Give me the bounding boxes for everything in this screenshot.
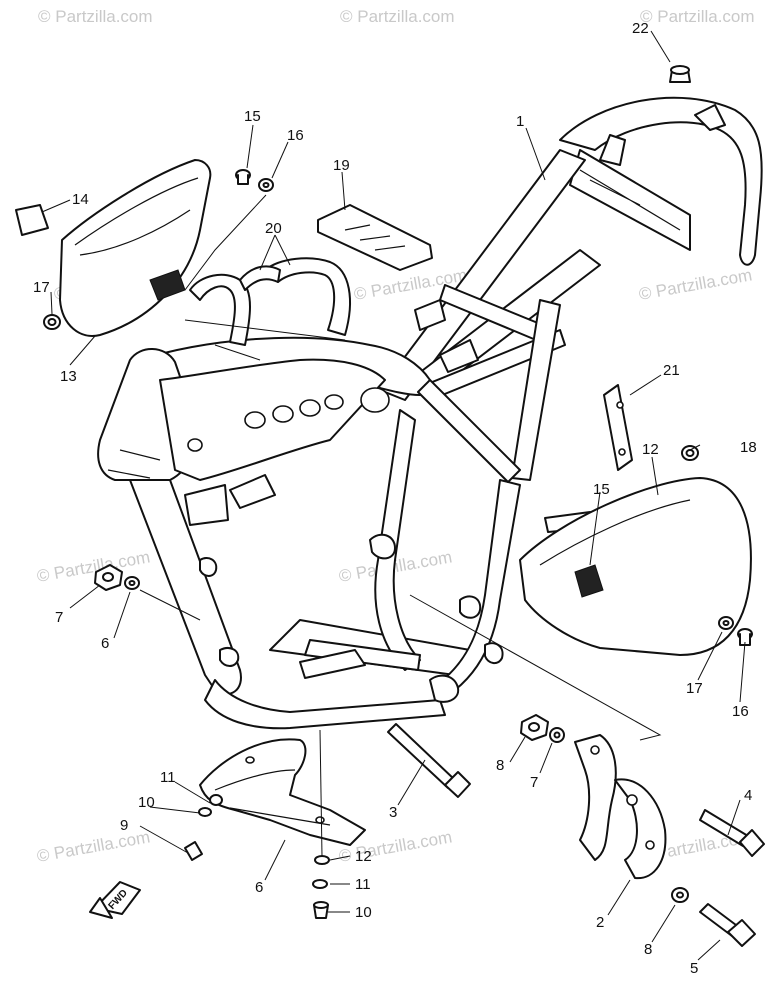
callout-11-bottom[interactable]: 11 <box>355 876 371 893</box>
main-frame[interactable] <box>97 96 763 730</box>
callout-1[interactable]: 1 <box>516 113 524 130</box>
callout-5[interactable]: 5 <box>690 960 698 977</box>
part-18-grommet-right[interactable] <box>681 445 699 461</box>
callout-7-right[interactable]: 8 <box>496 757 504 774</box>
part-8-washer[interactable] <box>671 887 689 903</box>
callout-16-top[interactable]: 15 <box>244 108 261 125</box>
leader-lines <box>41 30 746 961</box>
part-18-grommet-left[interactable] <box>43 314 61 330</box>
part-16-bolt-top[interactable] <box>235 169 251 185</box>
callout-14[interactable]: 13 <box>60 368 77 385</box>
callout-4[interactable]: 4 <box>744 787 752 804</box>
part-12-collar-left[interactable] <box>209 794 223 806</box>
part-5-bolt[interactable] <box>699 903 756 947</box>
callout-18-right[interactable]: 18 <box>740 439 757 456</box>
callout-6-left[interactable]: 6 <box>101 635 109 652</box>
part-21-plate[interactable] <box>603 384 633 471</box>
callout-16-right[interactable]: 16 <box>732 703 749 720</box>
part-13-side-cover-right[interactable] <box>519 477 752 656</box>
callout-19[interactable]: 19 <box>333 157 350 174</box>
callout-3[interactable]: 3 <box>389 804 397 821</box>
callout-labels: 22 1 15 16 19 14 20 17 13 21 18 12 15 7 … <box>33 20 757 977</box>
part-4-bolt[interactable] <box>699 809 765 857</box>
callout-15-left[interactable]: 14 <box>72 191 89 208</box>
callout-8[interactable]: 8 <box>644 941 652 958</box>
fwd-arrow: FWD <box>89 881 141 919</box>
part-2-engine-bracket[interactable] <box>574 734 667 880</box>
callout-20[interactable]: 20 <box>265 220 282 237</box>
part-19-bracket[interactable] <box>317 204 433 271</box>
callout-12-bottom[interactable]: 12 <box>355 848 372 865</box>
part-10-bolt-bottom[interactable] <box>313 901 329 919</box>
watermark: © Partzilla.com <box>340 7 455 26</box>
watermark: © Partzilla.com <box>640 7 755 26</box>
callout-11-left[interactable]: 10 <box>138 794 155 811</box>
part-20-straps[interactable] <box>184 257 351 361</box>
part-7-nut-right[interactable] <box>520 714 549 741</box>
part-11-washer-bottom[interactable] <box>312 879 328 889</box>
part-14-side-cover-left[interactable] <box>59 159 212 337</box>
part-3-bolt[interactable] <box>387 723 471 798</box>
callout-10-left[interactable]: 9 <box>120 817 128 834</box>
watermark: © Partzilla.com <box>637 265 753 304</box>
callout-22[interactable]: 22 <box>632 20 649 37</box>
callout-2[interactable]: 2 <box>596 914 604 931</box>
callout-10-bottom[interactable]: 10 <box>355 904 372 921</box>
part-17-washer-top[interactable] <box>258 178 274 192</box>
callout-13[interactable]: 12 <box>642 441 659 458</box>
part-11-washer-left[interactable] <box>198 807 212 817</box>
part-12-collar-bottom[interactable] <box>314 855 330 865</box>
part-22-cap[interactable] <box>669 65 691 83</box>
part-6-washer-right[interactable] <box>549 727 565 743</box>
callout-12-left[interactable]: 11 <box>160 769 176 786</box>
callout-9[interactable]: 6 <box>255 879 263 896</box>
part-7-nut-left[interactable] <box>94 564 123 591</box>
part-10-bolt-left[interactable] <box>184 841 203 861</box>
watermark: © Partzilla.com <box>35 827 151 866</box>
callout-7-left[interactable]: 7 <box>55 609 63 626</box>
part-6-washer-left[interactable] <box>124 576 140 590</box>
callout-15-right[interactable]: 15 <box>593 481 610 498</box>
callout-6-right[interactable]: 7 <box>530 774 538 791</box>
callout-18-left[interactable]: 17 <box>33 279 50 296</box>
callout-21[interactable]: 21 <box>663 362 680 379</box>
callout-17-right[interactable]: 17 <box>686 680 703 697</box>
part-15-pad-left[interactable] <box>15 204 49 236</box>
part-17-washer-right[interactable] <box>718 616 734 630</box>
callout-17-top[interactable]: 16 <box>287 127 304 144</box>
part-9-skid-plate[interactable] <box>199 738 366 846</box>
watermark: © Partzilla.com <box>38 7 153 26</box>
